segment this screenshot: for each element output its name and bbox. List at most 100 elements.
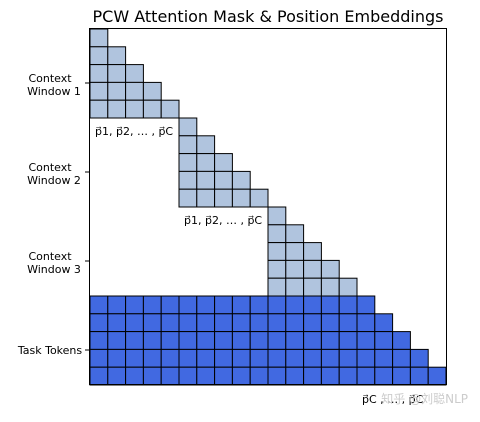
svg-text:Context: Context bbox=[28, 72, 72, 85]
task-mask-cell bbox=[160, 366, 180, 386]
task-mask-cell bbox=[320, 366, 340, 386]
context-mask-cell bbox=[303, 242, 322, 261]
task-mask-cell bbox=[356, 366, 376, 386]
task-mask-cell bbox=[178, 366, 198, 386]
task-tokens-label: Task Tokens bbox=[17, 344, 89, 357]
task-mask-cell bbox=[320, 295, 340, 315]
task-mask-cell bbox=[267, 366, 287, 386]
task-mask-cell bbox=[196, 295, 216, 315]
task-mask-cell bbox=[356, 295, 376, 315]
task-mask-cell bbox=[160, 331, 180, 350]
context-mask-cell bbox=[89, 99, 109, 119]
task-mask-cell bbox=[142, 295, 162, 315]
context-mask-cell bbox=[285, 277, 305, 297]
task-mask-cell bbox=[267, 331, 287, 350]
task-mask-cell bbox=[231, 295, 251, 315]
task-mask-cell bbox=[214, 348, 233, 368]
task-mask-cell bbox=[107, 348, 127, 368]
task-mask-cell bbox=[231, 348, 251, 368]
context-mask-cell bbox=[142, 81, 162, 101]
task-mask-cell bbox=[142, 313, 162, 333]
task-mask-cell bbox=[303, 331, 322, 350]
task-position-embeddings: p⃗C , … , p⃗C bbox=[362, 393, 424, 406]
task-mask-cell bbox=[392, 366, 411, 386]
task-mask-cell bbox=[303, 366, 322, 386]
task-mask-cell bbox=[231, 366, 251, 386]
task-mask-cell bbox=[107, 331, 127, 350]
context-mask-cell bbox=[231, 188, 251, 208]
task-mask-cell bbox=[125, 348, 144, 368]
task-mask-cell bbox=[374, 313, 394, 333]
task-mask-cell bbox=[107, 366, 127, 386]
task-mask-cell bbox=[267, 313, 287, 333]
task-mask-cell bbox=[142, 348, 162, 368]
task-mask-cell bbox=[303, 348, 322, 368]
context-mask-cell bbox=[107, 46, 127, 66]
context-mask-cell bbox=[196, 153, 216, 172]
diagram-title: PCW Attention Mask & Position Embeddings bbox=[93, 7, 444, 26]
svg-text:Window 2: Window 2 bbox=[27, 174, 81, 187]
context-mask-cell bbox=[178, 153, 198, 172]
svg-text:Window 3: Window 3 bbox=[27, 263, 81, 276]
task-mask-cell bbox=[356, 348, 376, 368]
task-mask-cell bbox=[356, 313, 376, 333]
task-mask-cell bbox=[303, 295, 322, 315]
task-mask-cell bbox=[427, 366, 447, 386]
context-mask-cell bbox=[320, 259, 340, 279]
task-mask-cell bbox=[374, 348, 394, 368]
task-mask-cell bbox=[178, 313, 198, 333]
context-mask-cell bbox=[142, 99, 162, 119]
task-mask-cell bbox=[89, 331, 109, 350]
svg-text:Context: Context bbox=[28, 250, 72, 263]
context-mask-cell bbox=[214, 153, 233, 172]
context-mask-cell bbox=[267, 277, 287, 297]
context-mask-cell bbox=[285, 242, 305, 261]
context-mask-cell bbox=[267, 224, 287, 244]
task-mask-cell bbox=[392, 331, 411, 350]
task-mask-cell bbox=[409, 366, 429, 386]
task-mask-cell bbox=[160, 348, 180, 368]
task-mask-cell bbox=[285, 348, 305, 368]
context-mask-cell bbox=[249, 188, 269, 208]
task-mask-cell bbox=[231, 313, 251, 333]
context-mask-cell bbox=[89, 46, 109, 66]
context-mask-cell bbox=[107, 64, 127, 83]
task-mask-cell bbox=[214, 366, 233, 386]
context-mask-cell bbox=[320, 277, 340, 297]
context-mask-cell bbox=[267, 259, 287, 279]
context-mask-cell bbox=[160, 99, 180, 119]
task-mask-cell bbox=[356, 331, 376, 350]
context-mask-cell bbox=[214, 188, 233, 208]
context-mask-cell bbox=[89, 64, 109, 83]
task-mask-cell bbox=[160, 295, 180, 315]
context-mask-cell bbox=[196, 135, 216, 155]
context-mask-cell bbox=[303, 277, 322, 297]
context-mask-cell bbox=[107, 81, 127, 101]
task-mask-cell bbox=[267, 348, 287, 368]
context-mask-cell bbox=[178, 117, 198, 137]
task-mask-cell bbox=[214, 295, 233, 315]
task-mask-cell bbox=[338, 295, 358, 315]
svg-text:Task Tokens: Task Tokens bbox=[17, 344, 83, 357]
task-mask-cell bbox=[196, 331, 216, 350]
task-mask-cell bbox=[178, 295, 198, 315]
task-mask-cell bbox=[320, 313, 340, 333]
task-mask-cell bbox=[338, 331, 358, 350]
context-mask-cell bbox=[285, 259, 305, 279]
task-mask-cell bbox=[178, 331, 198, 350]
task-mask-cell bbox=[214, 331, 233, 350]
context-window-3-label: Context Window 3 bbox=[27, 250, 89, 276]
task-mask-cell bbox=[196, 348, 216, 368]
context-mask-cell bbox=[303, 259, 322, 279]
task-mask-cell bbox=[320, 348, 340, 368]
context-mask-cell bbox=[89, 81, 109, 101]
context-window-2-label: Context Window 2 bbox=[27, 161, 89, 187]
task-mask-cell bbox=[320, 331, 340, 350]
context-mask-cell bbox=[267, 206, 287, 226]
plot-frame bbox=[89, 28, 447, 385]
context-mask-cell bbox=[125, 64, 144, 83]
context-mask-cell bbox=[214, 170, 233, 190]
task-mask-cell bbox=[125, 313, 144, 333]
task-mask-cell bbox=[249, 295, 269, 315]
